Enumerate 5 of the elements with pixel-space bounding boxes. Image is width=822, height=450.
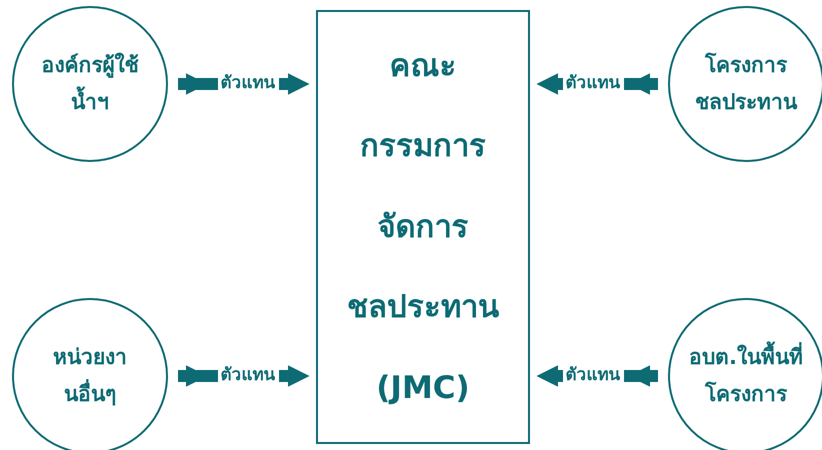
circle-node: อบต.ในพื้นที่โครงการ [668,298,822,450]
committee-box: คณะกรรมการจัดการชลประทาน (JMC) [316,10,530,444]
circle-node: โครงการชลประทาน [668,6,822,162]
circle-node: หน่วยงานอื่นๆ [12,298,168,450]
circle-node: องค์กรผู้ใช้น้ำฯ [12,6,168,162]
